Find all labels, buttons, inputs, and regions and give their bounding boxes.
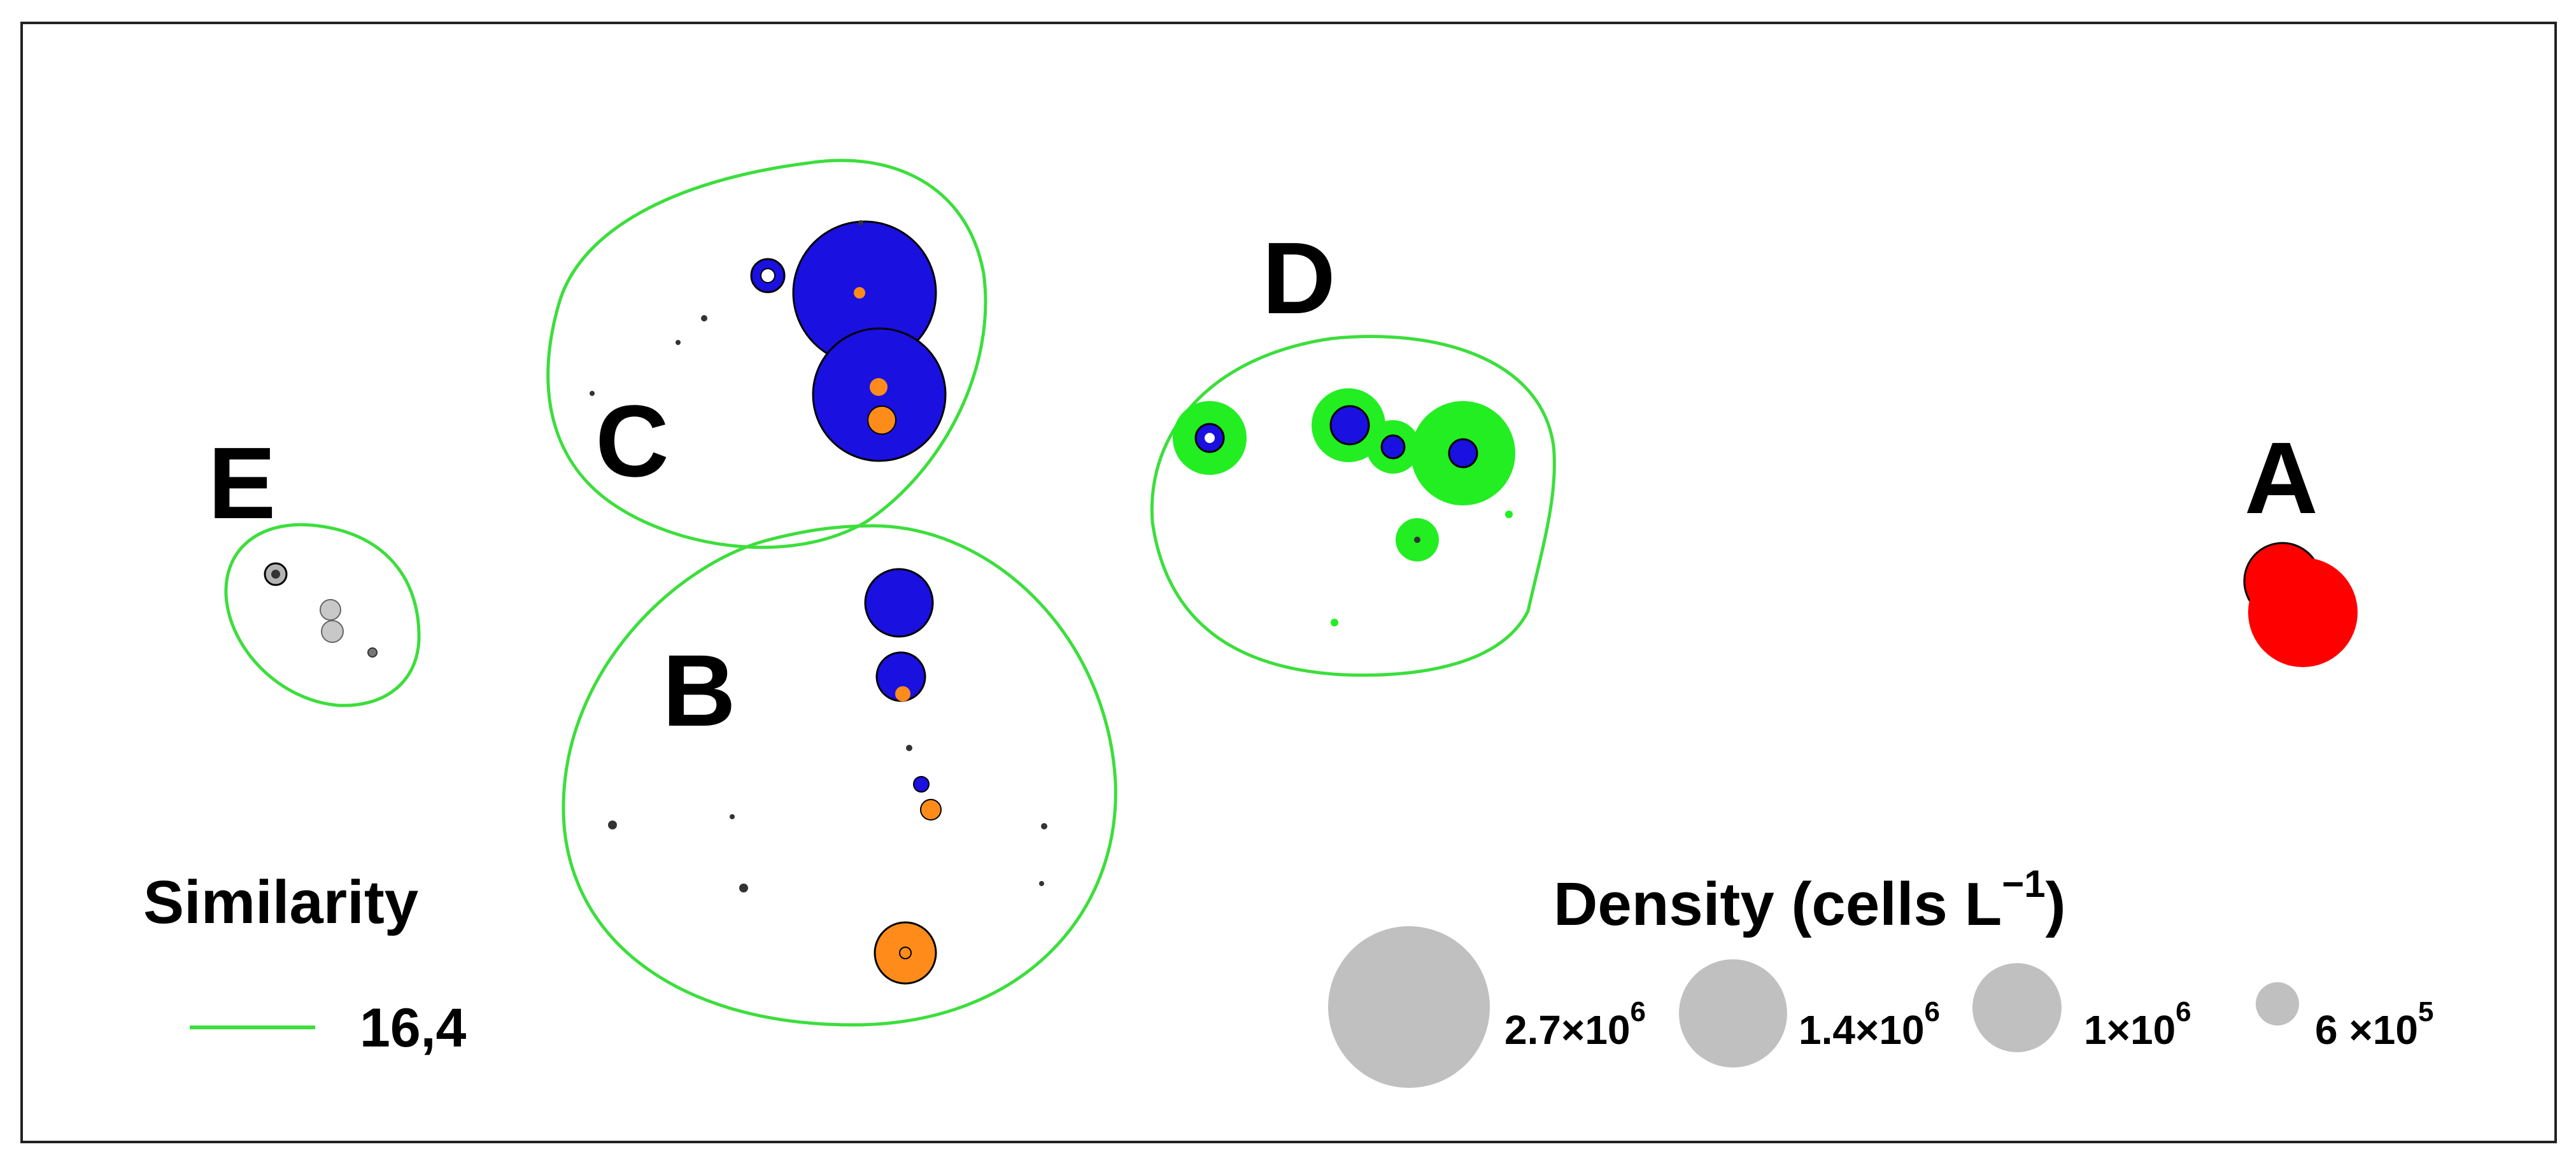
bubble-c-5: [870, 378, 888, 396]
cluster-outline-d: [1150, 335, 1556, 677]
bubble-c-4: [854, 287, 865, 299]
cluster-outline-b: [562, 524, 1117, 1027]
density-swatch-1: [1328, 926, 1490, 1088]
bubble-c-9: [590, 391, 595, 396]
bubble-c-7: [701, 315, 707, 321]
bubble-b-9: [730, 814, 735, 819]
group-label-e: E: [208, 426, 276, 540]
density-swatch-3: [1972, 963, 2062, 1052]
cluster-outline-c: [546, 159, 987, 549]
plot-border: [20, 22, 2557, 1143]
bubble-b-6-inner: [899, 947, 912, 959]
bubble-b-1: [864, 568, 934, 638]
bubble-b-12: [1039, 881, 1044, 886]
group-label-c: C: [595, 384, 669, 498]
bubble-b-3: [895, 686, 910, 701]
bubble-b-5: [920, 799, 942, 821]
bubble-a-2: [2248, 558, 2358, 667]
bubble-d-4-inner: [1448, 438, 1478, 469]
bubble-d-7: [1331, 619, 1338, 626]
bubble-b-8: [608, 821, 617, 829]
density-swatch-2: [1679, 959, 1787, 1068]
bubble-c-3-inner: [760, 268, 775, 283]
bubble-c-10: [858, 220, 863, 225]
group-label-a: A: [2244, 421, 2318, 535]
bubble-d-6: [1505, 511, 1513, 518]
density-legend: Density (cells L−1) 2.7×106 1.4×106 1×10…: [1328, 863, 2433, 1088]
density-label-1: 2.7×106: [1504, 996, 1646, 1053]
density-label-4: 6 ×105: [2315, 996, 2433, 1053]
bubble-d-5-inner: [1414, 537, 1420, 543]
bubble-b-6: [874, 921, 937, 985]
bubble-d-3-inner: [1380, 434, 1406, 460]
similarity-legend: Similarity 16,4: [143, 868, 467, 1059]
similarity-legend-value: 16,4: [360, 997, 467, 1059]
bubble-c-8: [676, 340, 681, 345]
bubble-e-2: [320, 599, 341, 621]
bubble-e-3: [321, 620, 344, 643]
bubble-b-10: [739, 884, 748, 892]
cluster-outline-e: [224, 523, 421, 707]
density-label-2: 1.4×106: [1799, 996, 1940, 1053]
density-label-3: 1×106: [2084, 996, 2191, 1053]
group-label-b: B: [662, 633, 736, 747]
bubble-b-11: [1041, 823, 1047, 829]
group-label-d: D: [1262, 221, 1336, 335]
bubble-b-4: [913, 776, 930, 793]
density-legend-title: Density (cells L−1): [1553, 863, 2066, 938]
bubble-e-1-inner: [271, 570, 280, 579]
density-swatch-4: [2256, 982, 2299, 1026]
bubble-d-2-inner: [1329, 405, 1370, 446]
bubble-d-1-core: [1205, 433, 1215, 443]
bubble-c-6: [867, 405, 896, 435]
bubble-b-7: [906, 745, 912, 751]
similarity-legend-title: Similarity: [143, 868, 418, 936]
bubble-e-4: [367, 647, 378, 658]
